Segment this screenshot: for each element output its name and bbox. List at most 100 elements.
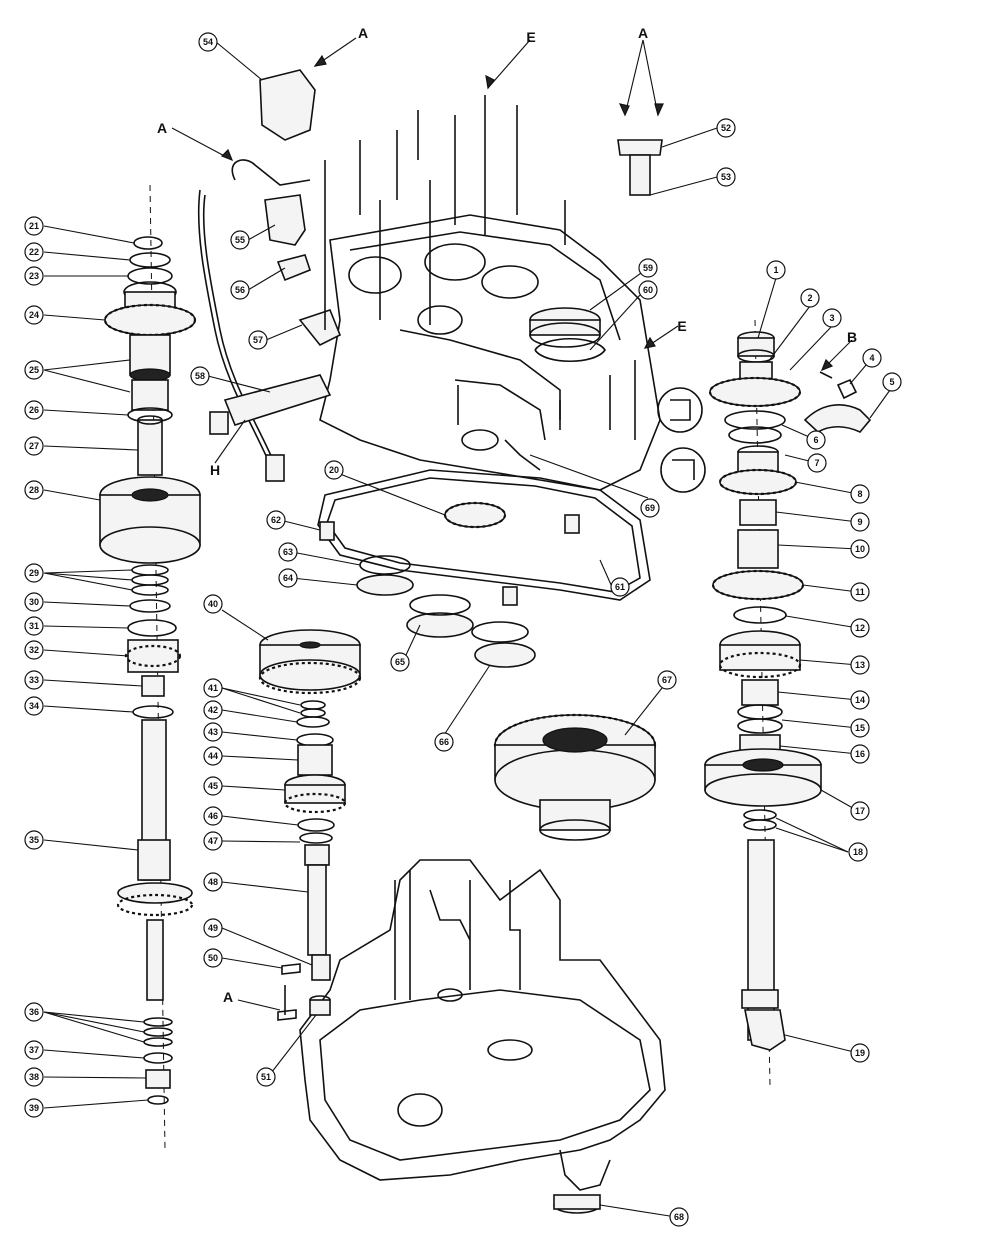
callout-39: 39	[24, 1098, 44, 1118]
callout-50: 50	[203, 948, 223, 968]
callout-4: 4	[862, 348, 882, 368]
svg-text:23: 23	[29, 271, 39, 281]
callout-41: 41	[203, 678, 223, 698]
label-b: B	[847, 329, 857, 345]
callout-28: 28	[24, 480, 44, 500]
pointer-arrowheads	[220, 54, 834, 1011]
label-a-bottom: A	[223, 989, 233, 1005]
transmission-housing	[319, 214, 661, 491]
svg-text:42: 42	[208, 705, 218, 715]
callout-17: 17	[850, 801, 870, 821]
svg-text:69: 69	[645, 503, 655, 513]
svg-text:35: 35	[29, 835, 39, 845]
callout-65: 65	[390, 652, 410, 672]
svg-text:56: 56	[235, 285, 245, 295]
callout-48: 48	[203, 872, 223, 892]
svg-text:19: 19	[855, 1048, 865, 1058]
svg-text:52: 52	[721, 123, 731, 133]
svg-text:27: 27	[29, 441, 39, 451]
callout-7: 7	[807, 453, 827, 473]
callout-42: 42	[203, 700, 223, 720]
detail-insets	[657, 387, 706, 493]
leader-lines	[43, 37, 891, 1218]
callout-68: 68	[669, 1207, 689, 1227]
svg-text:2: 2	[807, 293, 812, 303]
label-a-top: A	[358, 25, 368, 41]
callout-57: 57	[248, 330, 268, 350]
svg-text:44: 44	[208, 751, 218, 761]
svg-text:65: 65	[395, 657, 405, 667]
callout-10: 10	[850, 539, 870, 559]
svg-text:8: 8	[857, 489, 862, 499]
bearing-and-seal-parts	[319, 307, 606, 1214]
callout-64: 64	[278, 568, 298, 588]
callout-31: 31	[24, 616, 44, 636]
callout-3: 3	[822, 308, 842, 328]
svg-text:3: 3	[829, 313, 834, 323]
svg-text:18: 18	[853, 847, 863, 857]
svg-text:7: 7	[814, 458, 819, 468]
svg-text:37: 37	[29, 1045, 39, 1055]
callout-38: 38	[24, 1067, 44, 1087]
callout-34: 34	[24, 696, 44, 716]
callout-19: 19	[850, 1043, 870, 1063]
reverse-idler-assembly	[258, 629, 362, 1021]
svg-text:49: 49	[208, 923, 218, 933]
svg-text:12: 12	[855, 623, 865, 633]
svg-text:24: 24	[29, 310, 39, 320]
callout-15: 15	[850, 718, 870, 738]
svg-text:40: 40	[208, 599, 218, 609]
callout-52: 52	[716, 118, 736, 138]
svg-text:45: 45	[208, 781, 218, 791]
callout-23: 23	[24, 266, 44, 286]
differential-assembly	[493, 713, 657, 841]
svg-text:34: 34	[29, 701, 39, 711]
callout-26: 26	[24, 400, 44, 420]
svg-text:16: 16	[855, 749, 865, 759]
callout-54: 54	[198, 32, 218, 52]
callout-1: 1	[766, 260, 786, 280]
callout-45: 45	[203, 776, 223, 796]
letter-labels: A A E A E B H A	[157, 25, 857, 1005]
svg-text:51: 51	[261, 1072, 271, 1082]
svg-text:59: 59	[643, 263, 653, 273]
callout-40: 40	[203, 594, 223, 614]
callout-8: 8	[850, 484, 870, 504]
svg-text:57: 57	[253, 335, 263, 345]
callout-37: 37	[24, 1040, 44, 1060]
callout-33: 33	[24, 670, 44, 690]
callout-69: 69	[640, 498, 660, 518]
svg-text:68: 68	[674, 1212, 684, 1222]
svg-text:39: 39	[29, 1103, 39, 1113]
label-e-right: E	[677, 318, 686, 334]
callout-43: 43	[203, 722, 223, 742]
callout-61: 61	[610, 577, 630, 597]
callout-12: 12	[850, 618, 870, 638]
callout-9: 9	[850, 512, 870, 532]
svg-text:64: 64	[283, 573, 293, 583]
mainshaft-assembly	[704, 319, 822, 1086]
svg-text:60: 60	[643, 285, 653, 295]
svg-text:25: 25	[29, 365, 39, 375]
svg-text:63: 63	[283, 547, 293, 557]
callout-numbers: 1 2 3 4 5 6 7 8 9 10 11 12 13 14 15 16 1…	[24, 32, 902, 1227]
callout-24: 24	[24, 305, 44, 325]
callout-18: 18	[848, 842, 868, 862]
svg-text:14: 14	[855, 695, 865, 705]
svg-text:61: 61	[615, 582, 625, 592]
svg-text:41: 41	[208, 683, 218, 693]
callout-63: 63	[278, 542, 298, 562]
svg-text:38: 38	[29, 1072, 39, 1082]
svg-text:13: 13	[855, 660, 865, 670]
svg-text:50: 50	[208, 953, 218, 963]
callout-2: 2	[800, 288, 820, 308]
callout-49: 49	[203, 918, 223, 938]
svg-text:9: 9	[857, 517, 862, 527]
svg-text:31: 31	[29, 621, 39, 631]
label-e-top: E	[526, 29, 535, 45]
callout-21: 21	[24, 216, 44, 236]
callout-36: 36	[24, 1002, 44, 1022]
svg-text:29: 29	[29, 568, 39, 578]
svg-text:55: 55	[235, 235, 245, 245]
svg-text:11: 11	[855, 587, 865, 597]
